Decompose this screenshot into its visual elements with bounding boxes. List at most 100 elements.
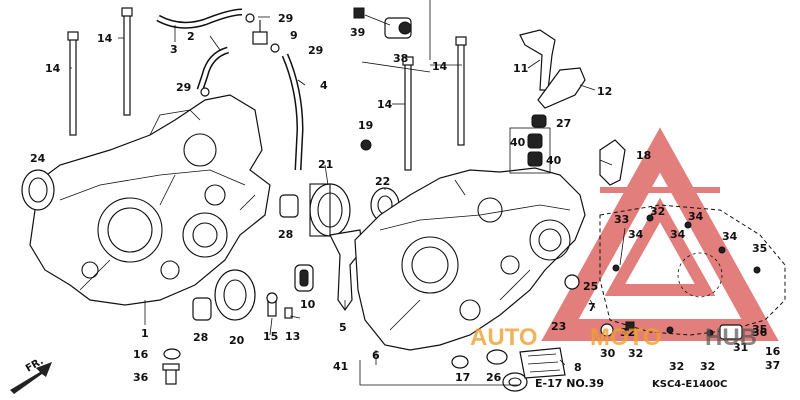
- callout-11: 11: [513, 62, 528, 75]
- callout-14d: 14: [432, 60, 448, 73]
- stud-bolt-left-2: [121, 7, 133, 116]
- seal-40b: [527, 151, 543, 167]
- callout-24: 24: [30, 152, 46, 165]
- callout-4: 4: [320, 79, 328, 92]
- callout-37: 37: [765, 359, 780, 372]
- plate-8: [519, 347, 566, 379]
- reference-note: E-17 NO.39: [535, 377, 604, 390]
- left-crankcase: [29, 94, 271, 306]
- callout-12: 12: [597, 85, 612, 98]
- callout-34c: 34: [688, 210, 704, 223]
- bearing-20: [214, 269, 256, 321]
- callout-39: 39: [350, 26, 365, 39]
- callout-9: 9: [290, 29, 298, 42]
- callout-17: 17: [455, 371, 470, 384]
- callout-34a: 34: [628, 228, 644, 241]
- stud-bolt-right: [455, 36, 467, 146]
- clip-29a: [245, 13, 255, 23]
- callout-35b: 35: [752, 323, 767, 336]
- callout-6: 6: [372, 349, 380, 362]
- breather-hose-3: [156, 8, 243, 29]
- callout-32a: 32: [650, 205, 665, 218]
- diagram-code: KSC4-E1400C: [652, 379, 727, 390]
- clip-29b: [270, 43, 280, 53]
- leader-lines: [70, 16, 626, 366]
- stud-bolt-left-1: [67, 31, 79, 136]
- washer-16: [163, 348, 181, 360]
- bolt-36: [162, 363, 180, 385]
- callout-5: 5: [339, 321, 347, 334]
- callout-14b: 14: [97, 32, 113, 45]
- right-crankcase: [354, 167, 586, 351]
- clip-29c: [200, 87, 210, 97]
- callout-16a: 16: [133, 348, 149, 361]
- callout-36b: 36: [752, 326, 768, 339]
- callout-14c: 14: [377, 98, 393, 111]
- watermark-moto: MOTO: [590, 324, 662, 351]
- bracket-12: [537, 67, 586, 109]
- watermark-logo: [541, 127, 779, 341]
- hose-2: [196, 46, 230, 92]
- bolt-15: [266, 292, 278, 317]
- callout-25: 25: [583, 280, 598, 293]
- bushing-28b: [192, 297, 212, 321]
- plate-10: [294, 264, 314, 292]
- callout-labels: 1 2 3 4 5 6 7 8 9 10 11 12 13 14 14 14 1…: [30, 12, 781, 384]
- oil-seal-24: [21, 169, 55, 211]
- callout-29a: 29: [278, 12, 293, 25]
- callout-30: 30: [600, 347, 616, 360]
- sensor-38: [384, 17, 412, 39]
- callout-32e: 32: [700, 360, 715, 373]
- bearing-21: [309, 183, 351, 237]
- callout-1: 1: [141, 327, 149, 340]
- callout-28a: 28: [278, 228, 293, 241]
- gauge-31: [719, 324, 743, 340]
- callout-27: 27: [556, 117, 571, 130]
- callout-13: 13: [285, 330, 300, 343]
- bushing-28a: [279, 194, 299, 218]
- callout-32d: 32: [669, 360, 684, 373]
- clip-17: [451, 355, 469, 369]
- bolt-32-small: [625, 321, 635, 331]
- callout-2: 2: [187, 30, 195, 43]
- plug-30: [600, 323, 614, 337]
- callout-8: 8: [574, 361, 582, 374]
- dowel-25: [564, 274, 580, 290]
- seal-26: [486, 349, 508, 365]
- callout-22: 22: [375, 175, 390, 188]
- watermark-hub: HUB: [705, 324, 757, 351]
- callout-20: 20: [229, 334, 245, 347]
- leader-6-41: [359, 360, 520, 386]
- callout-16b: 16: [765, 345, 781, 358]
- cover-bolts-32: [612, 214, 761, 337]
- seal-40a: [527, 133, 543, 149]
- callout-21: 21: [318, 158, 333, 171]
- callout-41: 41: [333, 360, 348, 373]
- callout-15: 15: [263, 330, 278, 343]
- callout-29b: 29: [308, 44, 323, 57]
- callout-23: 23: [551, 320, 566, 333]
- stud-bolt-center: [402, 56, 414, 171]
- watermark-text: AUTO MOTO HUB: [470, 324, 757, 351]
- right-side-cover: [599, 204, 786, 336]
- callout-3: 3: [170, 43, 178, 56]
- callout-36a: 36: [133, 371, 149, 384]
- callout-26: 26: [486, 371, 502, 384]
- bolt-13: [284, 307, 293, 319]
- bolt-39: [353, 7, 365, 19]
- callout-40a: 40: [510, 136, 526, 149]
- callout-19: 19: [358, 119, 373, 132]
- front-arrow-icon: [10, 362, 52, 394]
- callout-31: 31: [733, 341, 748, 354]
- watermark-auto: AUTO: [470, 324, 538, 351]
- hose-4: [281, 53, 304, 171]
- callout-35a: 35: [752, 242, 767, 255]
- lever-11: [519, 29, 556, 91]
- callout-18: 18: [636, 149, 651, 162]
- callout-29c: 29: [176, 81, 191, 94]
- callout-10: 10: [300, 298, 316, 311]
- switch-18: [599, 139, 626, 186]
- callout-32c: 32: [628, 347, 643, 360]
- callout-40b: 40: [546, 154, 562, 167]
